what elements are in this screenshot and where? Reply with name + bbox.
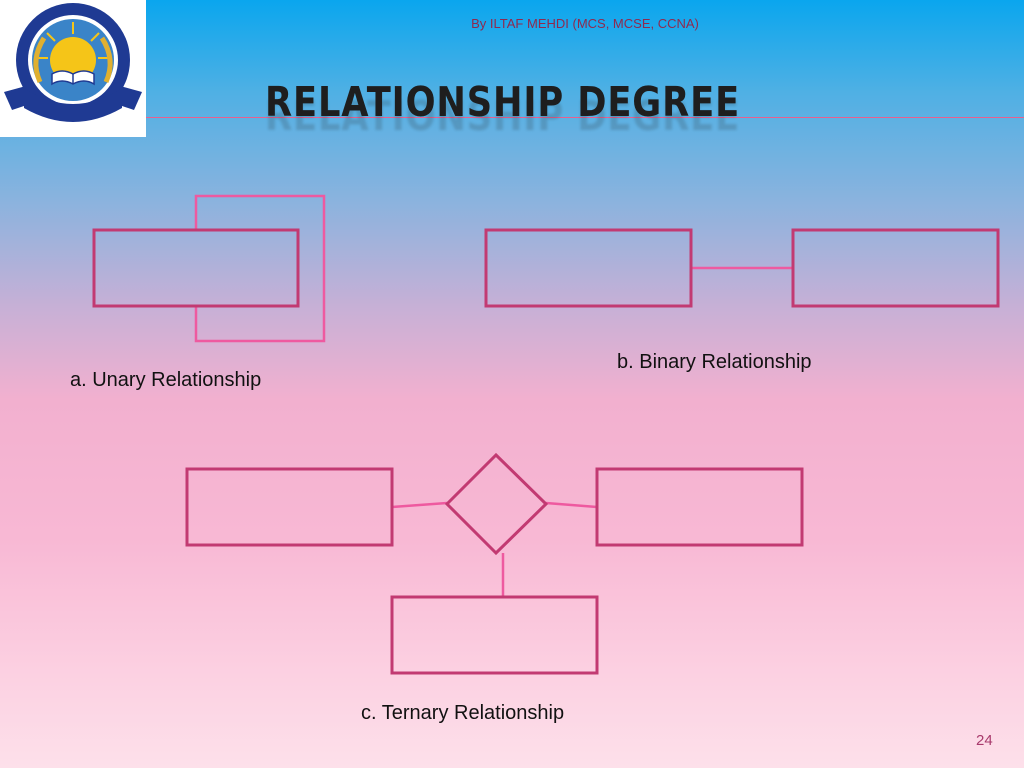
ternary-connector-left	[391, 501, 448, 509]
ternary-connector-right	[545, 501, 598, 509]
ternary-caption: c. Ternary Relationship	[361, 702, 565, 724]
ternary-diagram	[185, 452, 804, 675]
ternary-relationship-diamond	[444, 452, 549, 556]
institute-emblem-icon	[4, 3, 142, 122]
slide-title: RELATIONSHIP DEGREE	[265, 78, 741, 126]
page-number: 24	[976, 732, 993, 749]
binary-entity-right	[791, 228, 1000, 308]
unary-self-loop	[194, 194, 326, 343]
binary-caption: b. Binary Relationship	[617, 351, 812, 373]
binary-entity-left	[484, 228, 693, 308]
header-rule	[146, 117, 1024, 118]
institute-logo	[0, 0, 146, 137]
unary-caption: a. Unary Relationship	[70, 369, 262, 391]
ternary-entity-bottom	[390, 595, 599, 675]
binary-diagram	[484, 228, 1000, 308]
unary-entity	[92, 228, 300, 308]
author-credit: By ILTAF MEHDI (MCS, MCSE, CCNA)	[471, 16, 699, 31]
ternary-entity-right	[595, 467, 804, 547]
unary-diagram	[92, 194, 326, 343]
ternary-entity-left	[185, 467, 394, 547]
